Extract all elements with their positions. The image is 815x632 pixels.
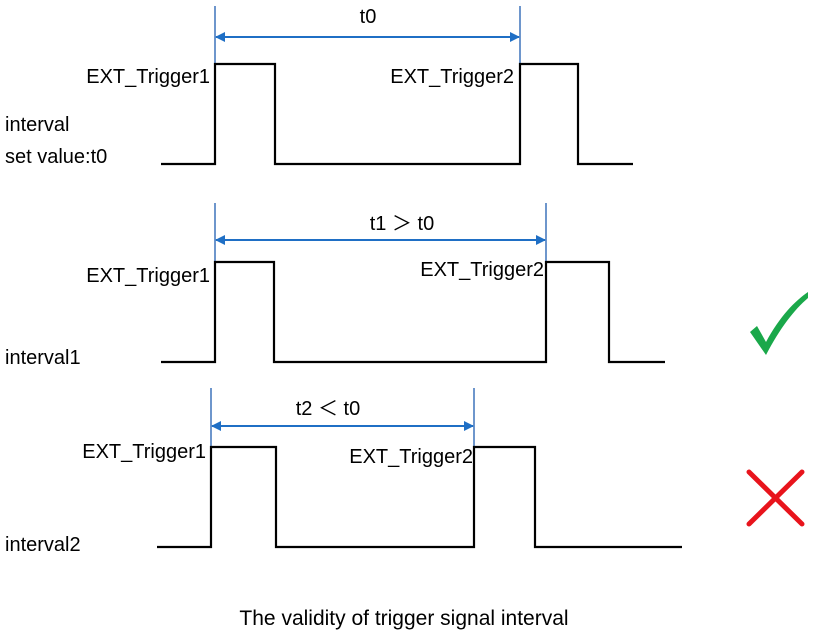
panel-1-reference-interval: t0 EXT_Trigger1 EXT_Trigger2 interval se… bbox=[5, 6, 633, 168]
panel-2-longer-interval: t1 ＞ t0 EXT_Trigger1 EXT_Trigger2 interv… bbox=[5, 203, 808, 369]
trigger2-label: EXT_Trigger2 bbox=[390, 66, 514, 88]
signal-label-line2: set value:t0 bbox=[5, 146, 107, 168]
pulse-waveform bbox=[161, 62, 633, 166]
trigger2-label: EXT_Trigger2 bbox=[420, 259, 544, 281]
trigger1-label: EXT_Trigger1 bbox=[86, 265, 210, 287]
interval-label: t0 bbox=[360, 6, 377, 28]
pulse-waveform bbox=[161, 260, 665, 364]
trigger2-label: EXT_Trigger2 bbox=[349, 446, 473, 468]
signal-label: interval2 bbox=[5, 534, 81, 556]
cross-icon bbox=[746, 469, 805, 527]
trigger1-label: EXT_Trigger1 bbox=[82, 441, 206, 463]
pulse-waveform bbox=[157, 445, 682, 549]
interval-label: t2 ＜ t0 bbox=[296, 398, 360, 420]
panel-3-shorter-interval: t2 ＜ t0 EXT_Trigger1 EXT_Trigger2 interv… bbox=[5, 388, 805, 556]
check-icon bbox=[750, 292, 808, 355]
signal-label-line1: interval bbox=[5, 114, 69, 136]
figure-caption: The validity of trigger signal interval bbox=[239, 607, 568, 630]
signal-label: interval1 bbox=[5, 347, 81, 369]
interval-label: t1 ＞ t0 bbox=[370, 213, 434, 235]
trigger1-label: EXT_Trigger1 bbox=[86, 66, 210, 88]
